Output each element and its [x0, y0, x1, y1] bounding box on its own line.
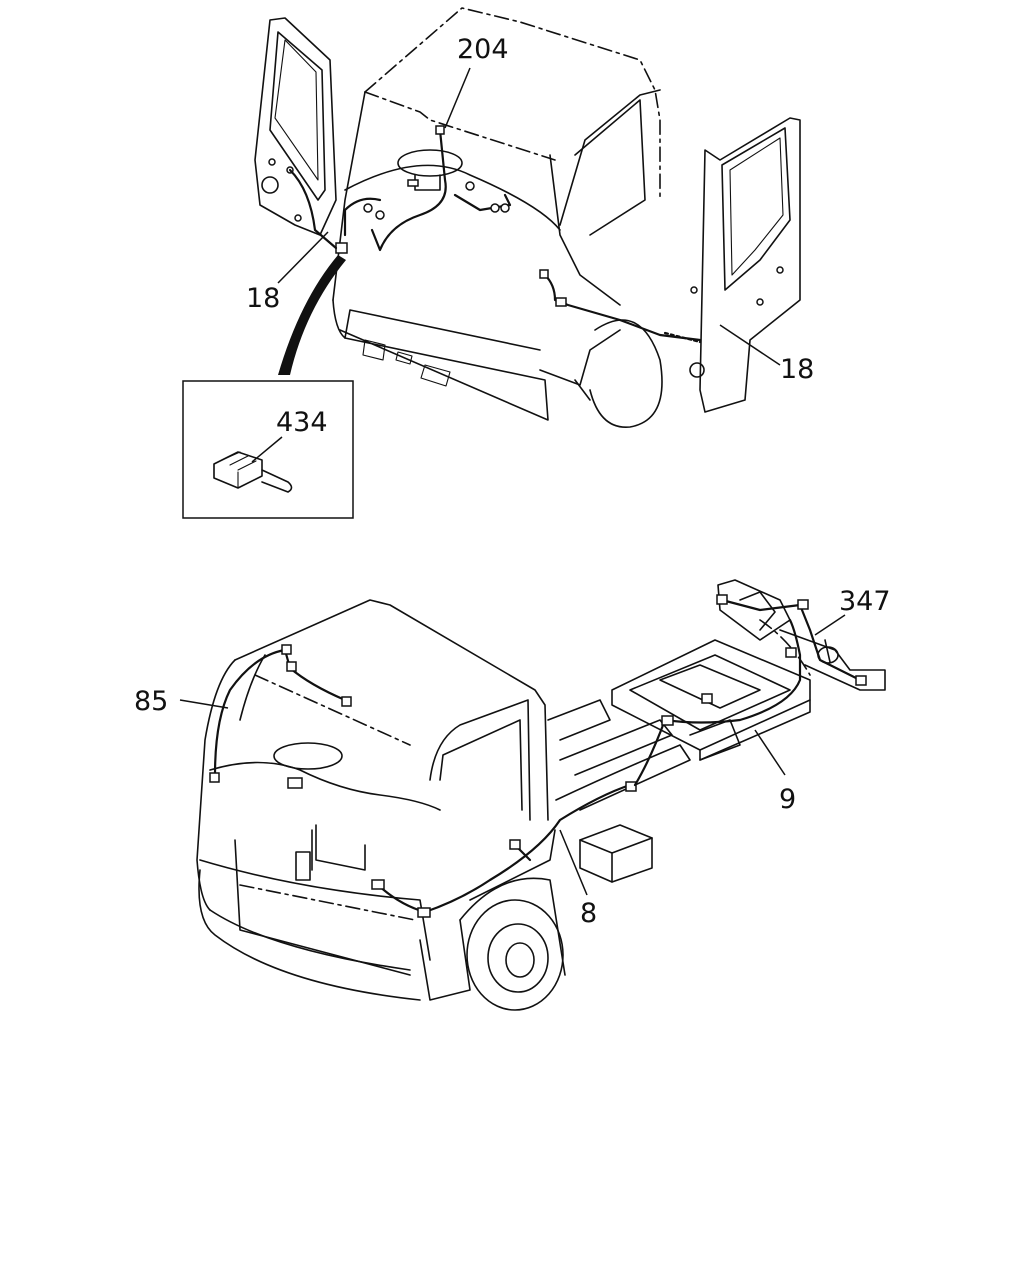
harness-85 — [213, 648, 347, 777]
harness-18-right — [543, 273, 702, 342]
leader-85 — [179, 699, 229, 709]
leader-9 — [754, 729, 786, 776]
callout-8: 8 — [580, 898, 597, 929]
harness-347 — [720, 598, 862, 682]
callout-18-right: 18 — [780, 354, 814, 385]
leader-347 — [814, 614, 846, 636]
cab-front-view-doors-open — [254, 7, 801, 428]
callout-347: 347 — [839, 586, 891, 617]
callout-434: 434 — [276, 407, 328, 438]
connector-434-icon — [213, 451, 293, 493]
leader-18-right — [719, 324, 781, 366]
callout-204: 204 — [457, 34, 509, 65]
leader-204 — [444, 67, 471, 129]
leader-18-left — [277, 231, 329, 284]
cab-chassis-view — [196, 579, 886, 1011]
leader-8 — [559, 829, 588, 896]
callout-18-left: 18 — [246, 283, 280, 314]
callout-85: 85 — [134, 686, 168, 717]
detail-box-434 — [182, 380, 354, 519]
harness-18-left — [288, 168, 338, 250]
detail-pointer — [278, 255, 346, 375]
harness-8 — [376, 783, 632, 914]
callout-9: 9 — [779, 784, 796, 815]
harness-9 — [633, 618, 802, 787]
harness-204 — [370, 128, 447, 252]
